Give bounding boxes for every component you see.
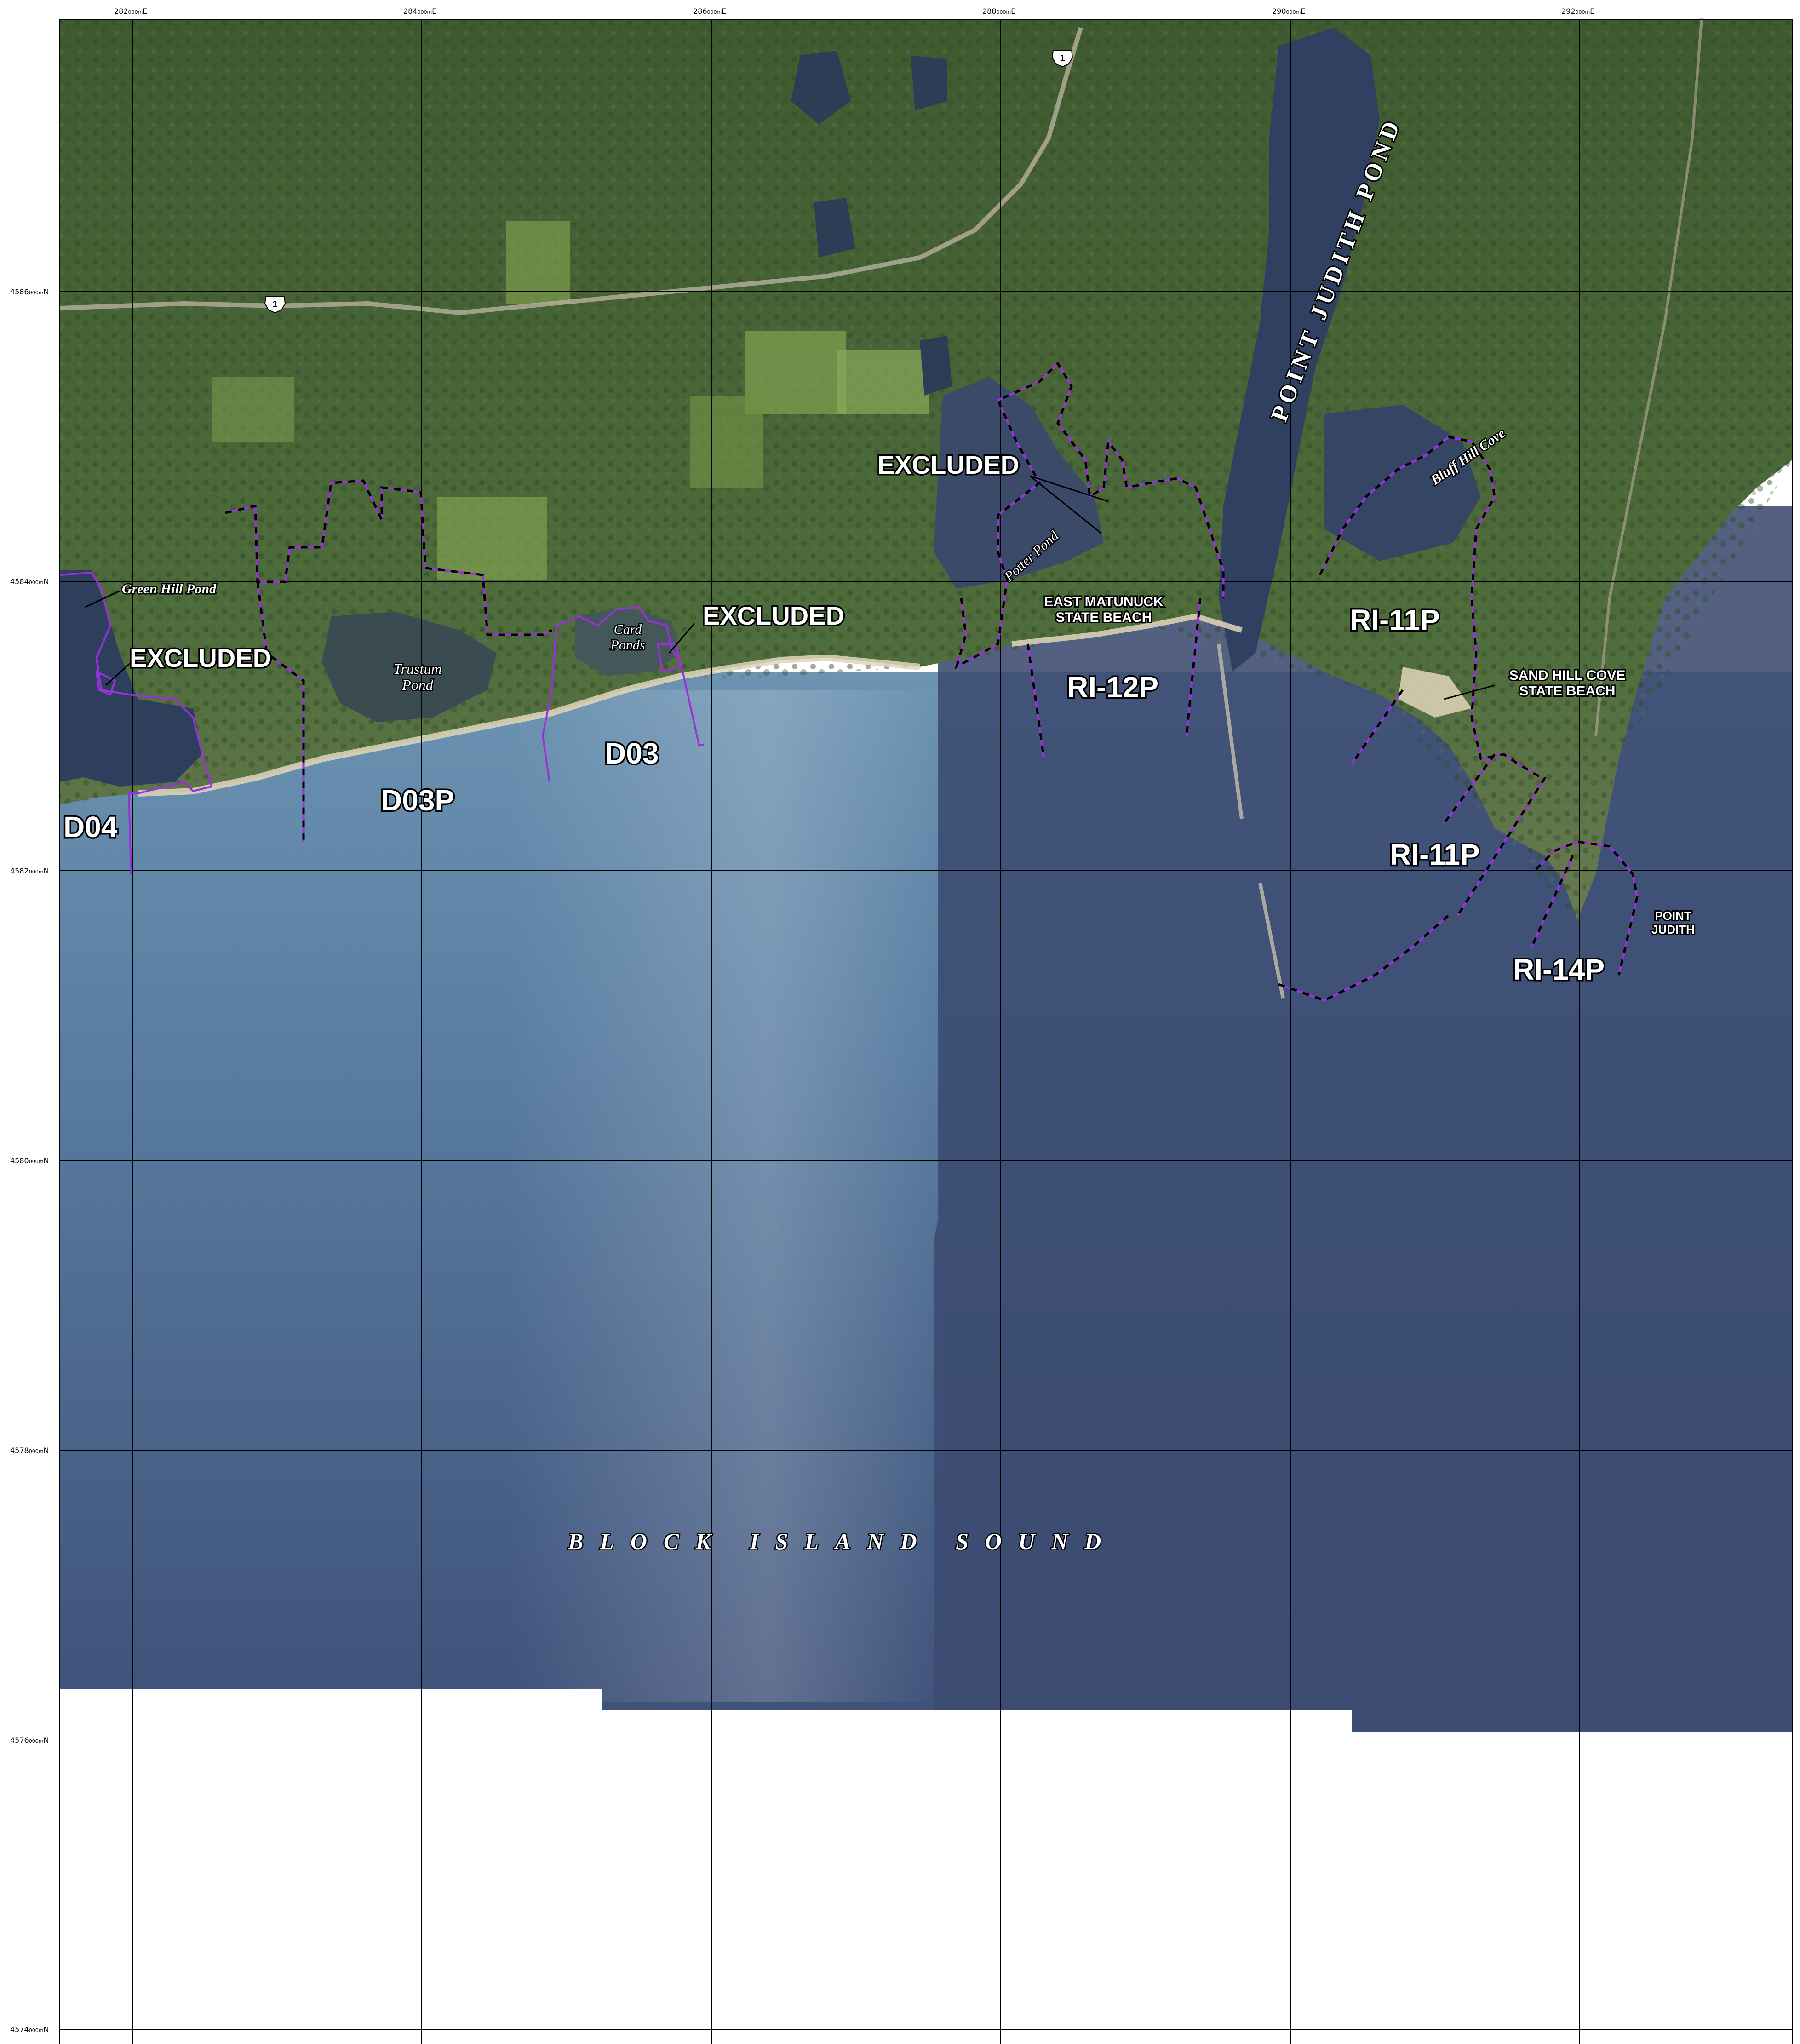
route-1-road — [59, 27, 1083, 316]
zone-label-ri14p: RI-14P — [1513, 953, 1605, 986]
easting-label: 286000mE — [693, 7, 726, 16]
easting-label: 284000mE — [403, 7, 436, 16]
label-trustum-pond: Trustum — [394, 660, 442, 677]
label-sand-hill-cove: SAND HILL COVE — [1509, 668, 1626, 683]
label-card-ponds: Ponds — [610, 637, 645, 653]
farm-field — [437, 497, 547, 580]
zone-label-ri11p-south: RI-11P — [1390, 838, 1480, 871]
label-east-matunuck: STATE BEACH — [1056, 610, 1152, 625]
card-ponds — [575, 607, 681, 676]
northing-label: 4576000mN — [10, 1736, 49, 1745]
forest-pond — [814, 198, 855, 258]
breakwater — [1217, 643, 1244, 819]
label-block-island-sound: BLOCK ISLAND SOUND — [568, 1528, 1118, 1554]
northing-label: 4582000mN — [10, 867, 49, 875]
northing-label: 4584000mN — [10, 577, 49, 586]
easting-label: 290000mE — [1272, 7, 1305, 16]
point-judith-pond-water — [1219, 28, 1380, 672]
potter-pond — [934, 377, 1104, 589]
label-card-ponds: Card — [614, 622, 642, 637]
utm-grid — [59, 19, 1793, 2044]
northing-labels: 4586000mN 4584000mN 4582000mN 4580000mN … — [10, 287, 49, 2034]
road — [1594, 18, 1703, 736]
zone-label-excluded-potter: EXCLUDED — [877, 450, 1019, 479]
easting-label: 282000mE — [114, 7, 147, 16]
solid-boundaries — [59, 571, 704, 874]
easting-labels: 282000mE 284000mE 286000mE 288000mE 2900… — [114, 7, 1594, 16]
label-point-judith: JUDITH — [1651, 923, 1695, 936]
sand-hill-beach — [1398, 667, 1472, 718]
farm-field — [212, 377, 294, 442]
zone-label-excluded-card: EXCLUDED — [703, 601, 844, 630]
boundary-excluded-card — [656, 643, 682, 673]
northing-label: 4586000mN — [10, 287, 49, 296]
leader-lines — [85, 475, 1495, 700]
us-route-shield: 1 — [1051, 50, 1073, 68]
label-trustum-pond: Pond — [401, 677, 434, 693]
easting-label: 292000mE — [1561, 7, 1594, 16]
breakwater — [1258, 883, 1285, 999]
label-point-judith: POINT — [1655, 909, 1691, 923]
route-number: 1 — [1060, 53, 1065, 63]
sea-glare — [506, 690, 943, 1702]
zone-label-ri11p-north: RI-11P — [1350, 603, 1440, 637]
northing-label: 4574000mN — [10, 2025, 49, 2034]
zone-label-d04: D04 — [63, 810, 118, 844]
forest-pond — [920, 336, 952, 396]
easting-label: 288000mE — [982, 7, 1015, 16]
forest-pond — [911, 55, 947, 110]
boundary-excluded-west — [95, 670, 116, 696]
forest-pond — [791, 51, 851, 124]
dashed-boundaries — [225, 361, 1639, 1002]
label-east-matunuck: EAST MATUNUCK — [1044, 594, 1164, 609]
northing-label: 4578000mN — [10, 1446, 49, 1455]
zone-label-excluded-west: EXCLUDED — [130, 643, 271, 672]
northing-label: 4580000mN — [10, 1156, 49, 1165]
us-route-shield: 1 — [264, 296, 286, 314]
label-green-hill-pond: Green Hill Pond — [122, 581, 217, 597]
trustum-pond — [322, 612, 497, 722]
route-number: 1 — [272, 299, 277, 310]
farm-field — [506, 221, 570, 304]
aerial-imagery — [59, 18, 1792, 1732]
boundary-d04-outline — [59, 571, 213, 874]
farm-field — [837, 350, 929, 414]
zone-label-ri12p: RI-12P — [1067, 671, 1158, 704]
farm-field — [690, 396, 763, 488]
green-hill-pond — [60, 570, 202, 787]
label-sand-hill-cove: STATE BEACH — [1519, 683, 1616, 699]
beach-strip — [138, 654, 920, 797]
zone-label-d03: D03 — [605, 737, 659, 770]
zone-labels: D04 D03P D03 EXCLUDED EXCLUDED EXCLUDED … — [62, 449, 1606, 988]
beach-strip — [1011, 613, 1243, 647]
zone-label-d03p: D03P — [381, 784, 454, 817]
